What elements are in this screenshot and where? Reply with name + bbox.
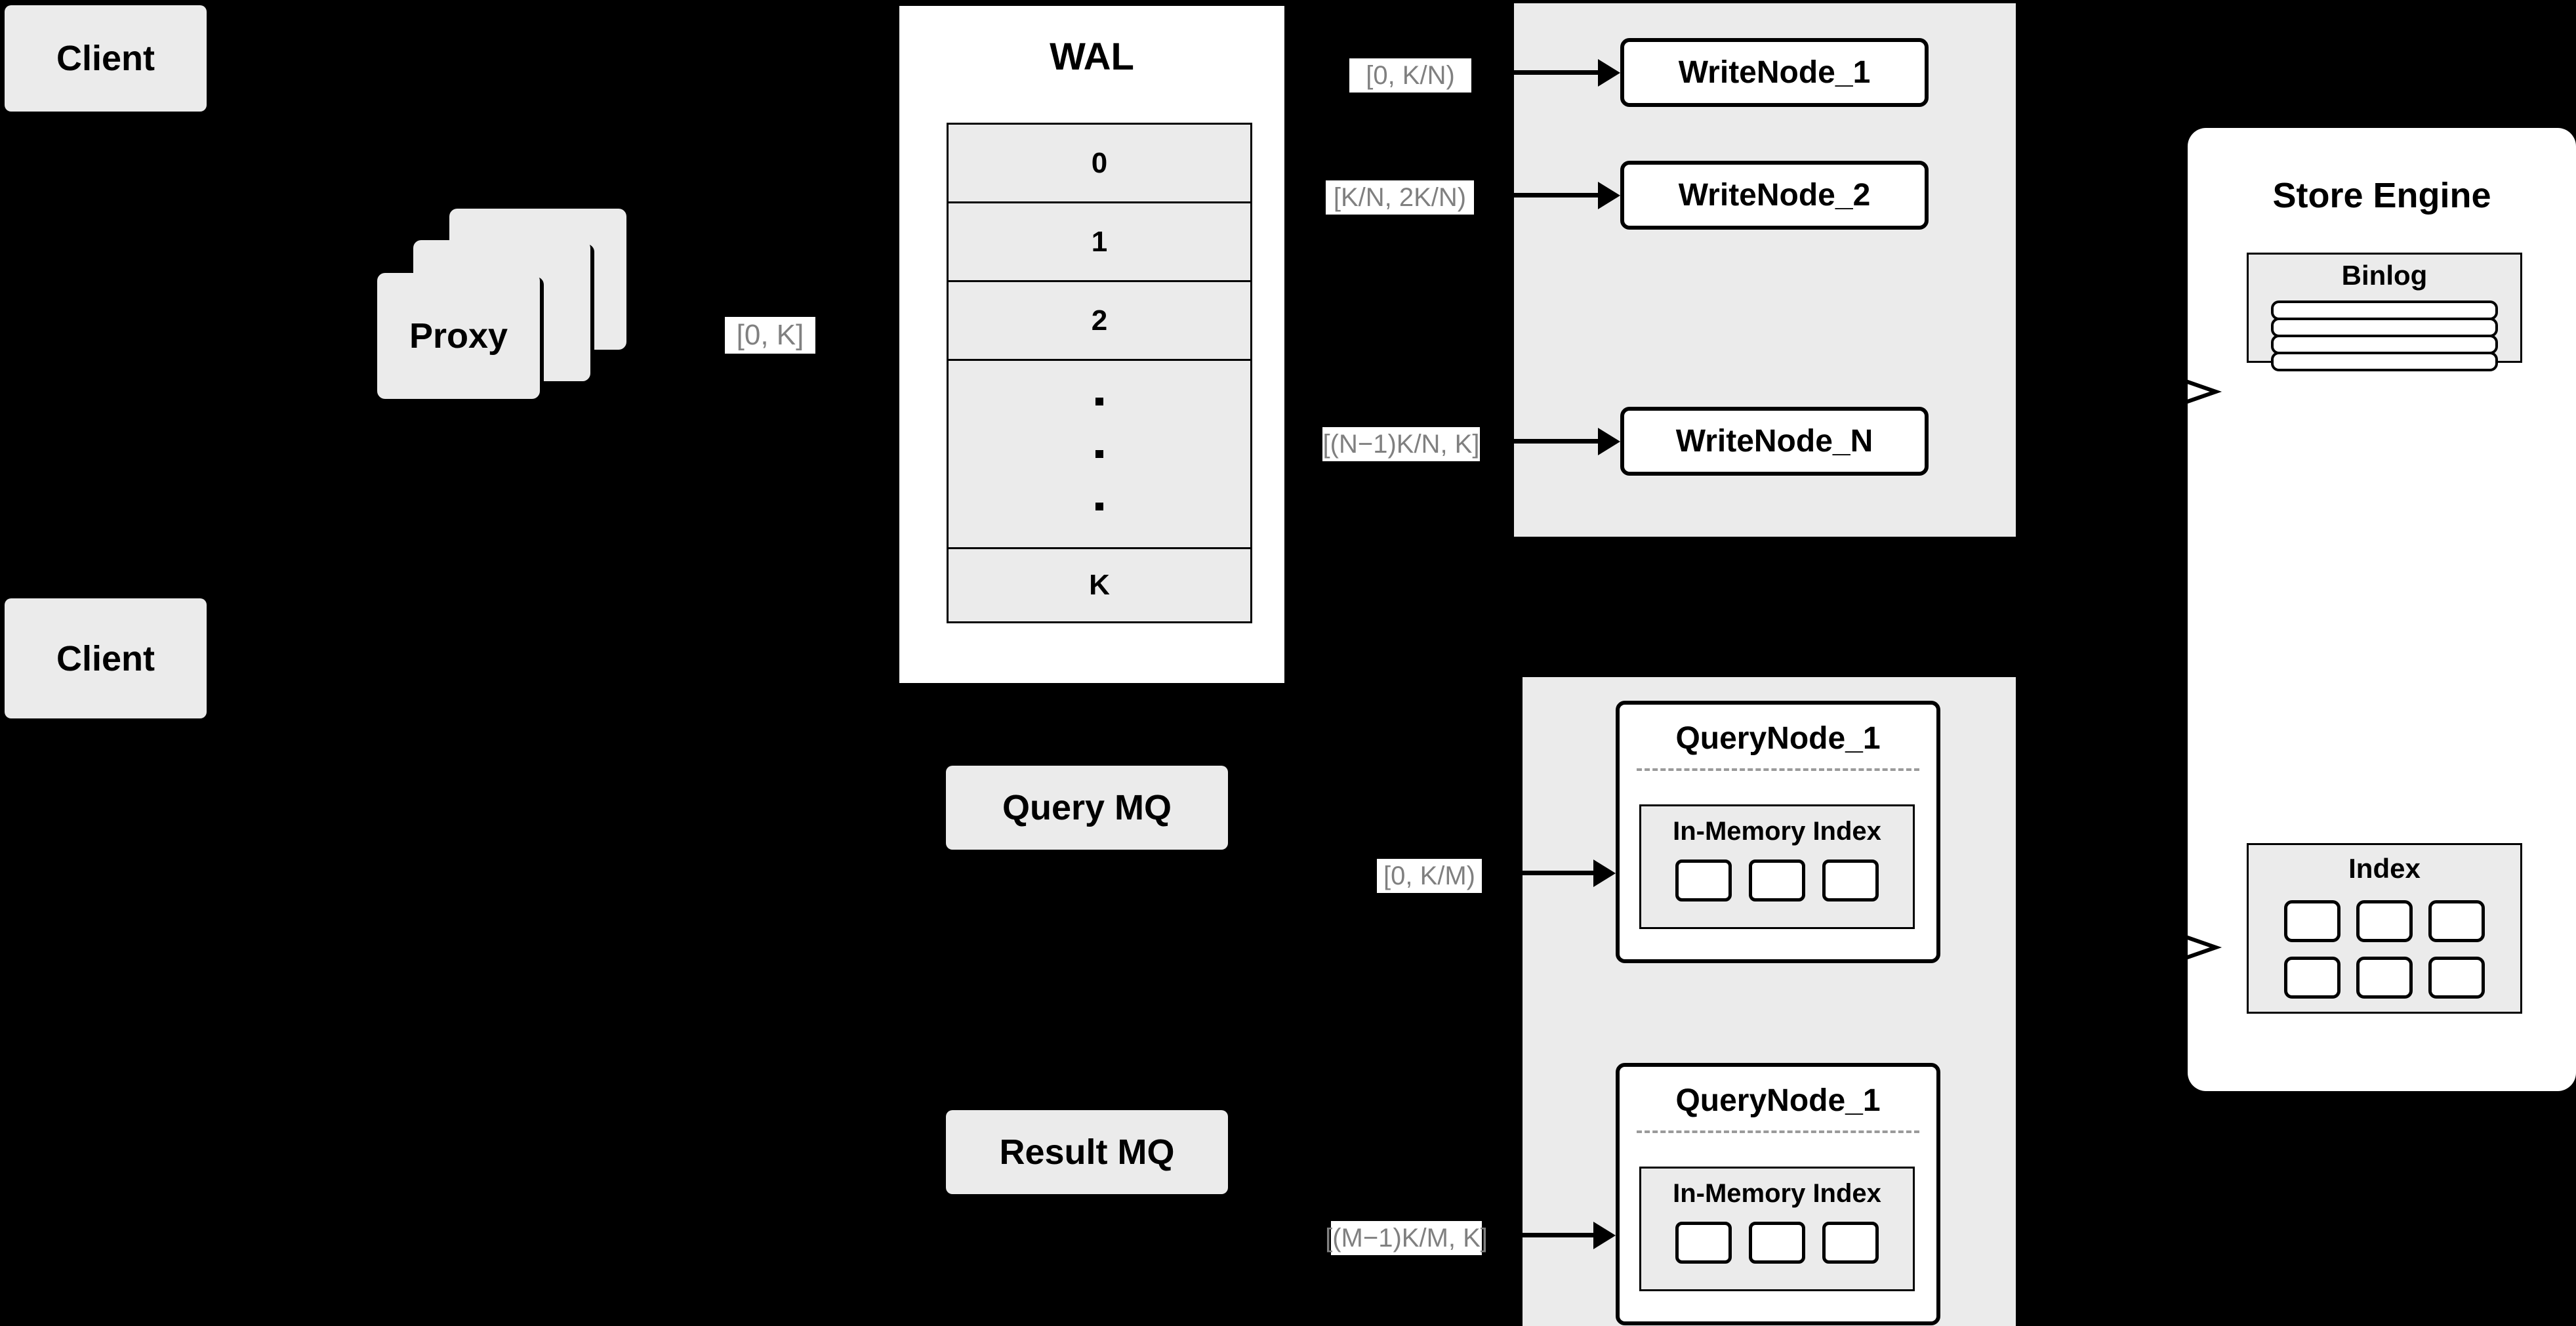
arrow-head-to-query-1 [1593,860,1616,887]
wal-row[interactable]: K [949,549,1250,621]
wal-panel: WAL 0 1 2 K [897,3,1287,686]
wal-row[interactable]: 2 [949,282,1250,361]
arrow-to-store-index [2156,932,2234,963]
write-node-1[interactable]: WriteNode_1 [1620,38,1929,107]
open-arrow-icon [2156,378,2222,405]
query-node-1[interactable]: QueryNode_1 In-Memory Index [1616,701,1940,963]
index-cell[interactable] [1749,1222,1805,1264]
binlog-row[interactable] [2271,352,2498,371]
interval-label-query-m: [(M−1)K/M, K] [1325,1221,1488,1255]
in-memory-index-cells [1641,1222,1913,1264]
client-label: Client [56,638,155,678]
binlog-panel: Binlog [2247,253,2522,371]
client-box-bottom[interactable]: Client [5,598,207,718]
arrow-line-to-query-m [1523,1233,1593,1237]
index-cell[interactable] [2356,957,2413,999]
index-cell[interactable] [1675,860,1732,901]
query-node-m[interactable]: QueryNode_1 In-Memory Index [1616,1063,1940,1325]
wal-title: WAL [1050,35,1134,78]
proxy-label: Proxy [409,316,508,356]
store-engine-panel: Store Engine Binlog Index [2188,128,2576,1091]
query-node-divider [1637,1130,1919,1133]
query-node-title: QueryNode_1 [1675,721,1881,756]
arrow-head-to-write-1 [1598,59,1620,87]
index-cell[interactable] [2284,957,2341,999]
query-node-divider [1637,768,1919,771]
in-memory-index-panel-2: In-Memory Index [1639,1167,1915,1291]
store-engine-title: Store Engine [2272,176,2491,215]
index-cell[interactable] [2428,900,2485,942]
in-memory-index-panel-1: In-Memory Index [1639,804,1915,929]
proxy-to-wal-connector [653,339,680,342]
result-mq-box[interactable]: Result MQ [946,1110,1228,1194]
query-node-title: QueryNode_1 [1675,1083,1881,1118]
client-label: Client [56,39,155,78]
store-index-grid [2275,900,2494,999]
arrow-to-binlog [2156,376,2234,407]
client-box-top[interactable]: Client [5,5,207,112]
proxy-stack[interactable]: Proxy [377,209,672,432]
index-cell[interactable] [1749,860,1805,901]
arrow-head-to-write-n [1598,428,1620,455]
arrow-line-to-write-n [1514,439,1598,444]
wal-row[interactable]: 1 [949,203,1250,282]
result-mq-label: Result MQ [999,1132,1175,1172]
arrow-line-to-query-1 [1523,871,1593,875]
arrow-head-to-query-m [1593,1222,1616,1249]
in-memory-index-title: In-Memory Index [1673,817,1881,846]
interval-label-write-2: [K/N, 2K/N) [1326,180,1474,215]
arrow-line-to-write-1 [1514,70,1598,75]
interval-label-query-1: [0, K/M) [1377,859,1482,893]
index-cell[interactable] [2284,900,2341,942]
proxy-front-card[interactable]: Proxy [377,273,540,399]
store-index-title: Index [2348,853,2421,884]
vertical-ellipsis-icon [1095,375,1103,533]
query-mq-label: Query MQ [1002,788,1172,827]
query-mq-box[interactable]: Query MQ [946,766,1228,850]
wal-row-ellipsis [949,361,1250,549]
arrow-line-to-write-2 [1514,193,1598,197]
interval-label-write-n: [(N−1)K/N, K] [1322,427,1480,461]
index-cell[interactable] [1675,1222,1732,1264]
interval-label-client-to-wal: [0, K] [725,317,815,354]
write-cluster-ellipsis-icon [1765,276,1804,374]
write-node-2[interactable]: WriteNode_2 [1620,161,1929,230]
store-index-panel: Index [2247,843,2522,1014]
wal-row-list: 0 1 2 K [947,123,1252,623]
index-cell[interactable] [1822,1222,1879,1264]
write-node-n[interactable]: WriteNode_N [1620,407,1929,476]
open-arrow-icon [2156,934,2222,961]
binlog-title: Binlog [2341,260,2428,291]
index-cell[interactable] [2356,900,2413,942]
arrow-head-to-write-2 [1598,182,1620,209]
wal-row[interactable]: 0 [949,125,1250,203]
index-cell[interactable] [1822,860,1879,901]
in-memory-index-cells [1641,860,1913,901]
interval-label-write-1: [0, K/N) [1349,58,1471,93]
index-cell[interactable] [2428,957,2485,999]
in-memory-index-title: In-Memory Index [1673,1179,1881,1208]
